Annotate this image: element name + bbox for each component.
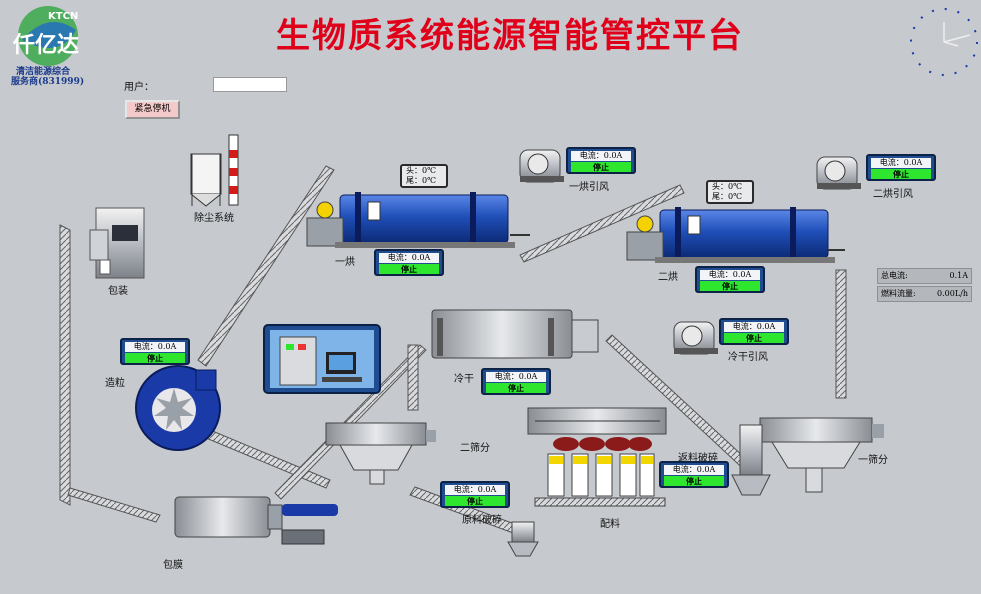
status-cooler-state: 停止: [486, 383, 546, 393]
status-dryer1[interactable]: 电流：0.0A 停止: [374, 249, 444, 276]
status-fan1[interactable]: 电流：0.0A 停止: [566, 147, 636, 174]
status-fan2-state: 停止: [871, 169, 931, 179]
user-label: 用户：: [124, 82, 154, 93]
conveyors: [59, 165, 847, 535]
label-batching: 配料: [600, 519, 620, 530]
label-cooler: 冷干: [454, 374, 474, 385]
status-raw-crush-current: 电流：0.0A: [445, 485, 505, 495]
status-cooler[interactable]: 电流：0.0A 停止: [481, 368, 551, 395]
fuel-flow-row: 燃料流量: 0.00L/h: [877, 286, 972, 302]
dust-collector: [190, 134, 239, 207]
status-dryer1-current: 电流：0.0A: [379, 253, 439, 263]
logo-sub-2: 服务商(831999): [11, 77, 85, 87]
status-fan2-current: 电流：0.0A: [871, 158, 931, 168]
dryer-2: [626, 207, 845, 263]
batching-system: [527, 407, 667, 507]
status-dryer2[interactable]: 电流：0.0A 停止: [695, 266, 765, 293]
clock-icon: [910, 8, 978, 76]
label-fan1: 一烘引风: [569, 182, 609, 193]
dryer2-temp-tail: 尾：0℃: [712, 192, 743, 201]
fan-1: [519, 149, 564, 183]
dryer1-temp-tail: 尾：0℃: [406, 176, 437, 185]
coating-drum: [174, 496, 338, 545]
logo-name: 仟亿达: [13, 33, 80, 58]
raw-crusher: [507, 521, 539, 557]
dryer2-temp: 头：0℃ 尾：0℃: [706, 180, 754, 204]
status-dryer1-state: 停止: [379, 264, 439, 274]
summary-panel: 总电流: 0.1A 燃料流量: 0.00L/h: [877, 268, 972, 304]
status-pellet-current: 电流：0.0A: [125, 342, 185, 352]
packing-machine: [89, 207, 145, 279]
logo-sub-1: 清洁能源综合: [16, 67, 71, 77]
dryer1-temp: 头：0℃ 尾：0℃: [400, 164, 448, 188]
label-pellet: 造粒: [105, 378, 125, 389]
status-cool-fan[interactable]: 电流：0.0A 停止: [719, 318, 789, 345]
status-raw-crush-state: 停止: [445, 496, 505, 506]
control-station: [263, 324, 381, 394]
status-dryer2-state: 停止: [700, 281, 760, 291]
status-cool-fan-state: 停止: [724, 333, 784, 343]
status-return-crush-current: 电流：0.0A: [664, 465, 724, 475]
status-cool-fan-current: 电流：0.0A: [724, 322, 784, 332]
total-current-label: 总电流:: [881, 271, 908, 280]
emergency-stop-button[interactable]: 紧急停机: [125, 100, 180, 119]
label-coating: 包膜: [163, 560, 183, 571]
label-screen2: 二筛分: [460, 443, 490, 454]
total-current-value: 0.1A: [949, 271, 969, 280]
label-fan2: 二烘引风: [873, 189, 913, 200]
status-dryer2-current: 电流：0.0A: [700, 270, 760, 280]
screen-1: [759, 417, 884, 493]
page-title: 生物质系统能源智能管控平台: [276, 16, 744, 56]
status-raw-crush[interactable]: 电流：0.0A 停止: [440, 481, 510, 508]
label-dryer2: 二烘: [658, 272, 678, 283]
label-dust: 除尘系统: [194, 213, 234, 224]
fuel-flow-value: 0.00L/h: [937, 289, 968, 298]
screen-2: [325, 422, 436, 485]
status-pellet[interactable]: 电流：0.0A 停止: [120, 338, 190, 365]
status-fan2[interactable]: 电流：0.0A 停止: [866, 154, 936, 181]
status-fan1-state: 停止: [571, 162, 631, 172]
return-crusher: [731, 424, 771, 496]
status-return-crush[interactable]: 电流：0.0A 停止: [659, 461, 729, 488]
status-fan1-current: 电流：0.0A: [571, 151, 631, 161]
label-cool-fan: 冷干引风: [728, 352, 768, 363]
logo-mark: [18, 6, 78, 66]
fuel-flow-label: 燃料流量:: [881, 289, 916, 298]
label-return-crush: 返料破碎: [678, 453, 718, 464]
status-return-crush-state: 停止: [664, 476, 724, 486]
dryer1-temp-head: 头：0℃: [406, 166, 437, 175]
dryer-1: [306, 192, 530, 248]
label-screen1: 一筛分: [858, 455, 888, 466]
pelletizer: [135, 365, 221, 451]
label-raw-crush: 原料破碎: [462, 515, 502, 526]
label-dryer1: 一烘: [335, 257, 355, 268]
user-field[interactable]: [213, 77, 287, 92]
logo: KTCN 仟亿达 清洁能源综合 服务商(831999): [10, 5, 90, 90]
fan-2: [816, 156, 861, 190]
status-cooler-current: 电流：0.0A: [486, 372, 546, 382]
logo-brand: KTCN: [48, 11, 79, 22]
status-pellet-state: 停止: [125, 353, 185, 363]
fan-cooler: [673, 321, 718, 355]
total-current-row: 总电流: 0.1A: [877, 268, 972, 284]
label-packing: 包装: [108, 286, 128, 297]
dryer2-temp-head: 头：0℃: [712, 182, 743, 191]
cooler-drum: [431, 309, 599, 359]
